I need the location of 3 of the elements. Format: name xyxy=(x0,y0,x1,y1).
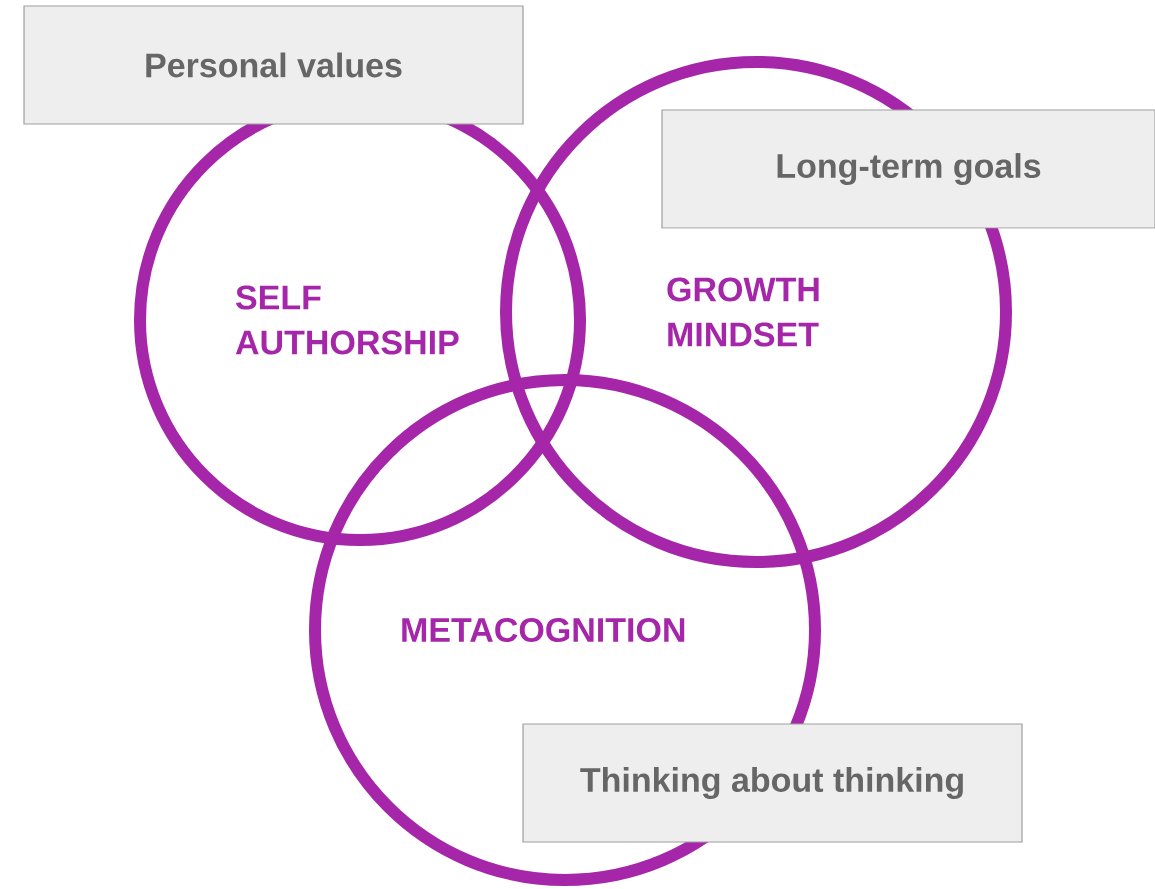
label-box: Thinking about thinking xyxy=(522,723,1023,843)
label-box: Long-term goals xyxy=(661,109,1155,229)
label-box: Personal values xyxy=(23,5,524,125)
